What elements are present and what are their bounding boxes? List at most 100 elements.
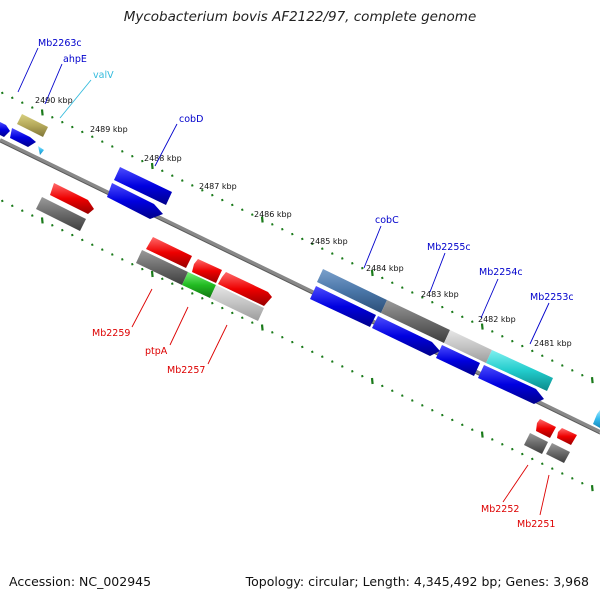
gene-label-mb2252[interactable]: Mb2252 [481,504,519,515]
gene-mb2255c[interactable] [381,300,492,363]
gene-label-mb2259[interactable]: Mb2259 [92,328,130,339]
kbp-label: 2484 kbp [366,264,404,273]
kbp-minor-tick [551,359,554,362]
gene-label-valv[interactable]: valV [93,70,114,81]
kbp-minor-tick [221,306,224,310]
kbp-minor-tick [511,447,514,451]
kbp-major-tick [260,324,264,331]
gene-mb2257[interactable] [210,272,272,321]
kbp-minor-tick [391,281,394,285]
kbp-minor-tick [401,394,404,397]
gene-label-mb2254c[interactable]: Mb2254c [479,267,523,278]
kbp-major-tick [590,484,594,492]
kbp-minor-tick [511,339,514,343]
kbp-minor-tick [191,184,194,187]
kbp-minor-tick [201,189,204,192]
kbp-minor-tick [311,242,314,246]
kbp-minor-tick [561,364,564,367]
kbp-minor-tick [161,169,164,173]
kbp-minor-tick [501,335,504,338]
kbp-label: 2483 kbp [421,290,459,299]
kbp-minor-tick [581,481,584,485]
kbp-minor-tick [431,300,434,304]
kbp-minor-tick [281,335,284,339]
kbp-minor-tick [531,349,534,353]
kbp-minor-tick [61,120,64,124]
kbp-minor-tick [181,179,184,182]
gene-mb2254c[interactable] [486,350,553,391]
gene-label-cobd[interactable]: cobD [179,114,203,125]
kbp-minor-tick [451,310,454,314]
kbp-minor-tick [81,238,84,242]
kbp-minor-tick [351,262,354,265]
gene-label-mb2255c[interactable]: Mb2255c [427,242,471,253]
kbp-minor-tick [251,213,254,216]
map-title: Mycobacterium bovis AF2122/97, complete … [123,9,477,25]
gene-ahpe[interactable] [17,114,48,137]
kbp-minor-tick [471,320,474,323]
kbp-minor-tick [431,408,434,412]
gene-mb2259[interactable] [136,237,192,285]
gene-valv[interactable] [38,146,44,155]
gene-label-mb2257[interactable]: Mb2257 [167,365,205,376]
kbp-minor-tick [441,305,444,309]
kbp-minor-tick [381,276,384,280]
kbp-minor-tick [81,130,84,134]
kbp-minor-tick [541,354,544,358]
label-leader-trna [59,79,92,119]
gene-mb2263c[interactable] [0,122,36,147]
gene-label-cobc[interactable]: cobC [375,215,399,226]
kbp-minor-tick [421,404,424,407]
kbp-minor-tick [411,291,414,294]
gene-offscreen-right[interactable] [593,410,600,428]
kbp-minor-tick [231,311,234,315]
kbp-minor-tick [201,297,204,300]
kbp-label: 2486 kbp [254,210,292,219]
kbp-minor-tick [91,243,94,247]
label-leaders-reverse [131,288,550,516]
kbp-label: 2489 kbp [90,125,128,134]
kbp-minor-tick [31,106,34,109]
kbp-minor-tick [11,96,14,100]
kbp-minor-tick [391,389,394,393]
gene-ptpa[interactable] [182,259,222,298]
kbp-minor-tick [341,257,344,260]
gene-label-mb2253c[interactable]: Mb2253c [530,292,574,303]
kbp-minor-tick [521,452,524,456]
kbp-minor-tick [121,150,124,153]
kbp-minor-tick [461,315,464,319]
gene-mb2253c-row2[interactable] [310,286,544,404]
gene-mb2251[interactable] [546,428,577,463]
kbp-minor-tick [301,237,304,241]
gene-label-ahpe[interactable]: ahpE [63,54,87,65]
kbp-minor-tick [1,91,4,95]
kbp-minor-tick [301,345,304,349]
kbp-minor-tick [361,266,364,270]
kbp-minor-tick [231,203,234,207]
gene-reverse-left[interactable] [36,183,94,231]
kbp-minor-tick [461,423,464,427]
kbp-minor-tick [101,140,104,143]
kbp-label: 2481 kbp [534,339,572,348]
kbp-minor-tick [111,145,114,148]
kbp-minor-tick [101,248,104,251]
kbp-ruler-lower [1,199,594,492]
gene-label-mb2263c[interactable]: Mb2263c [38,38,82,49]
kbp-minor-tick [181,287,184,290]
kbp-minor-tick [471,428,474,431]
kbp-major-tick [150,162,154,170]
kbp-minor-tick [291,232,294,236]
kbp-ruler-upper [1,91,594,384]
gene-cobd[interactable] [107,167,172,219]
gene-mb2252[interactable] [524,419,556,454]
kbp-label: 2485 kbp [310,237,348,246]
kbp-minor-tick [541,462,544,466]
gene-label-mb2251[interactable]: Mb2251 [517,519,555,530]
kbp-minor-tick [211,193,214,197]
kbp-minor-tick [341,365,344,368]
kbp-minor-tick [131,154,134,158]
gene-label-ptpa[interactable]: ptpA [145,346,168,357]
gene-cobc[interactable] [317,269,387,313]
